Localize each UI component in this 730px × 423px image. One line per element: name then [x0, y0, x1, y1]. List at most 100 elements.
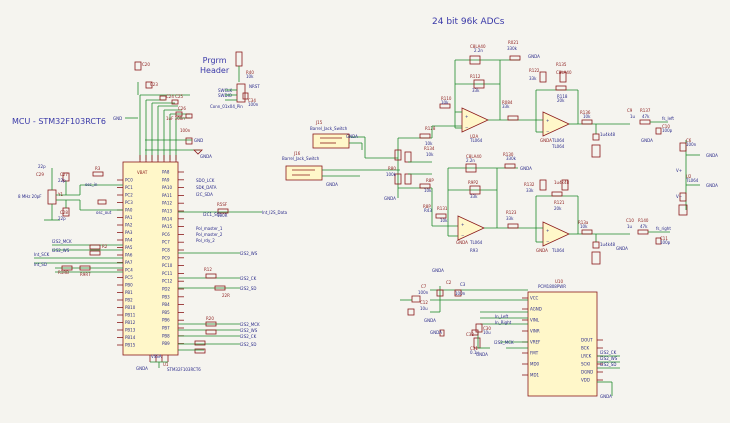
svg-text:I2S2_WS: I2S2_WS [52, 248, 70, 253]
svg-text:I2S2_MCK: I2S2_MCK [240, 322, 260, 327]
svg-text:C30: C30 [483, 326, 491, 331]
svg-text:Barrel_Jack_Switch: Barrel_Jack_Switch [310, 126, 348, 131]
mcu-right-pin-label: PB6 [162, 318, 170, 323]
svg-text:R12: R12 [204, 267, 212, 272]
mcu-left-pin-label: PA0 [125, 208, 133, 213]
opamp-power-rail: C6 100n U2 TL064 GNDA GNDA V+ V− [676, 138, 718, 216]
svg-text:47k: 47k [642, 114, 650, 119]
svg-text:C10: C10 [626, 218, 634, 223]
mcu-left-pin-label: PC3 [125, 200, 133, 205]
svg-text:GNDA: GNDA [326, 182, 338, 187]
opamp-u2d[interactable]: + − GNDA TL064 R132 33k 1u4k48 R121 20k … [506, 179, 671, 265]
svg-text:1u4k48: 1u4k48 [554, 180, 569, 185]
svg-text:GNDA: GNDA [520, 166, 532, 171]
svg-text:GNDA: GNDA [536, 248, 548, 253]
svg-text:Barrel_Jack_Switch: Barrel_Jack_Switch [282, 156, 320, 161]
svg-text:C7: C7 [421, 284, 427, 289]
svg-text:100n: 100n [455, 291, 466, 296]
svg-text:+: + [465, 114, 468, 119]
svg-text:330k: 330k [506, 156, 517, 161]
mcu-left-pin-label: PA5 [125, 245, 133, 250]
barrel-jack-right[interactable]: J16 Barrel_Jack_Switch GNDA [282, 137, 400, 187]
svg-text:SWCLK: SWCLK [218, 88, 233, 93]
crystal-oscillator[interactable]: C27 22p C28 22p C29 22p 8 MHz 20pF Y1 R3… [18, 164, 123, 221]
opamp-u2b[interactable]: + − GNDA TL064 R122 33k C8LA40 R118 20k … [502, 62, 674, 158]
adc-right-pin-label: VDD [581, 378, 590, 383]
adc-chip[interactable]: U10 PCM1808PWR [527, 279, 598, 397]
svg-text:GNDA: GNDA [424, 318, 436, 323]
svg-text:TL064: TL064 [685, 178, 699, 183]
svg-text:33k: 33k [526, 188, 534, 193]
svg-text:33k: 33k [529, 76, 537, 81]
svg-text:C6: C6 [686, 138, 692, 143]
svg-text:Y1: Y1 [57, 192, 63, 197]
svg-text:+: + [461, 222, 464, 227]
mcu-left-pin-label: PB10 [125, 305, 136, 310]
svg-text:R112: R112 [470, 74, 481, 79]
svg-text:GNDA: GNDA [476, 352, 488, 357]
program-header-title: Prgrm Header [200, 56, 229, 76]
mcu-left-pin-label: PB15 [125, 343, 136, 348]
mcu-left-pin-label: PA3 [125, 230, 133, 235]
svg-text:J16: J16 [293, 151, 301, 156]
svg-text:R1RB: R1RB [58, 270, 69, 275]
barrel-jack-left[interactable]: J15 Barrel_Jack_Switch GNDA [310, 120, 365, 150]
svg-text:R93: R93 [470, 248, 478, 253]
svg-text:I2S2_SD: I2S2_SD [240, 342, 256, 347]
adc-right-pin-label: BCK [581, 346, 589, 351]
mcu-section: C20 C23 C24 C25 C26 1uF 100n 100n GND GN… [18, 61, 288, 372]
svg-text:GND: GND [194, 138, 203, 143]
svg-text:10k: 10k [246, 74, 254, 79]
svg-text:C20: C20 [142, 62, 150, 67]
svg-text:C8LA40: C8LA40 [556, 70, 572, 75]
adc-left-pin-label: VINR [530, 329, 540, 334]
mcu-chip[interactable]: VBAT U1 STM32F103RCT6 GNDA VSSA [122, 155, 201, 372]
svg-text:V+: V+ [676, 168, 682, 173]
adc-section: U10 PCM1808PWR VCCAGNDVINLVINRVREFFMTMD0… [400, 268, 620, 399]
mcu-left-pin-label: PB0 [125, 283, 133, 288]
svg-text:GNDA: GNDA [706, 153, 718, 158]
adc-right-pin-label: LRCK [581, 354, 592, 359]
svg-text:R8P: R8P [426, 178, 434, 183]
svg-text:R43: R43 [424, 208, 432, 213]
adc-left-pin-label: MD0 [530, 362, 540, 367]
svg-text:1u: 1u [630, 114, 636, 119]
svg-text:C28: C28 [60, 210, 68, 215]
svg-text:10k: 10k [440, 218, 448, 223]
mcu-left-pin-label: PB14 [125, 335, 136, 340]
svg-text:−: − [461, 233, 464, 238]
net-fs-right: fs_right [656, 226, 671, 231]
opamp-u2a-value: TL064 [469, 138, 483, 143]
svg-text:−: − [465, 125, 468, 130]
svg-text:R80: R80 [388, 166, 396, 171]
svg-text:I2S2_MCK: I2S2_MCK [494, 340, 514, 345]
svg-text:I2S2_MCK: I2S2_MCK [52, 239, 72, 244]
adc-left-pin-label: VCC [530, 296, 539, 301]
svg-text:1u4k48: 1u4k48 [600, 132, 615, 137]
programming-header[interactable]: R40 10k NRST SWCLK SWDIO Conn_01x04_Pin … [210, 51, 260, 109]
svg-text:1uF 100n: 1uF 100n [166, 116, 185, 121]
svg-text:GNDA: GNDA [528, 54, 540, 59]
opamp-u2a[interactable]: + − U2A TL064 C8LA40 2.2n R112 33k R110 … [439, 40, 540, 143]
svg-text:C24 C25: C24 C25 [166, 94, 183, 99]
svg-text:C26: C26 [178, 106, 186, 111]
svg-text:GNDA: GNDA [384, 196, 396, 201]
svg-text:100p: 100p [660, 240, 671, 245]
svg-text:I2S2_WS: I2S2_WS [240, 251, 258, 256]
svg-text:2.2n: 2.2n [466, 158, 475, 163]
svg-text:100p: 100p [662, 128, 673, 133]
mcu-right-pin-label: PC9 [162, 255, 170, 260]
svg-text:−: − [546, 239, 549, 244]
svg-text:100n: 100n [418, 290, 429, 295]
svg-text:GNDA: GNDA [616, 246, 628, 251]
svg-text:R136: R136 [580, 110, 591, 115]
adc-value: PCM1808PWR [538, 284, 566, 289]
svg-text:R132: R132 [524, 182, 535, 187]
svg-text:Int_SCK: Int_SCK [34, 252, 50, 257]
svg-text:I2S2_WS: I2S2_WS [240, 328, 258, 333]
opamp-u2c[interactable]: + − GNDA TL064 C8LA40 2.2n R9P2 33k R131… [435, 152, 532, 253]
adc-left-pin-label: VINL [530, 318, 540, 323]
mcu-right-pin-label: PA8 [162, 170, 170, 175]
svg-text:C29: C29 [36, 172, 44, 177]
